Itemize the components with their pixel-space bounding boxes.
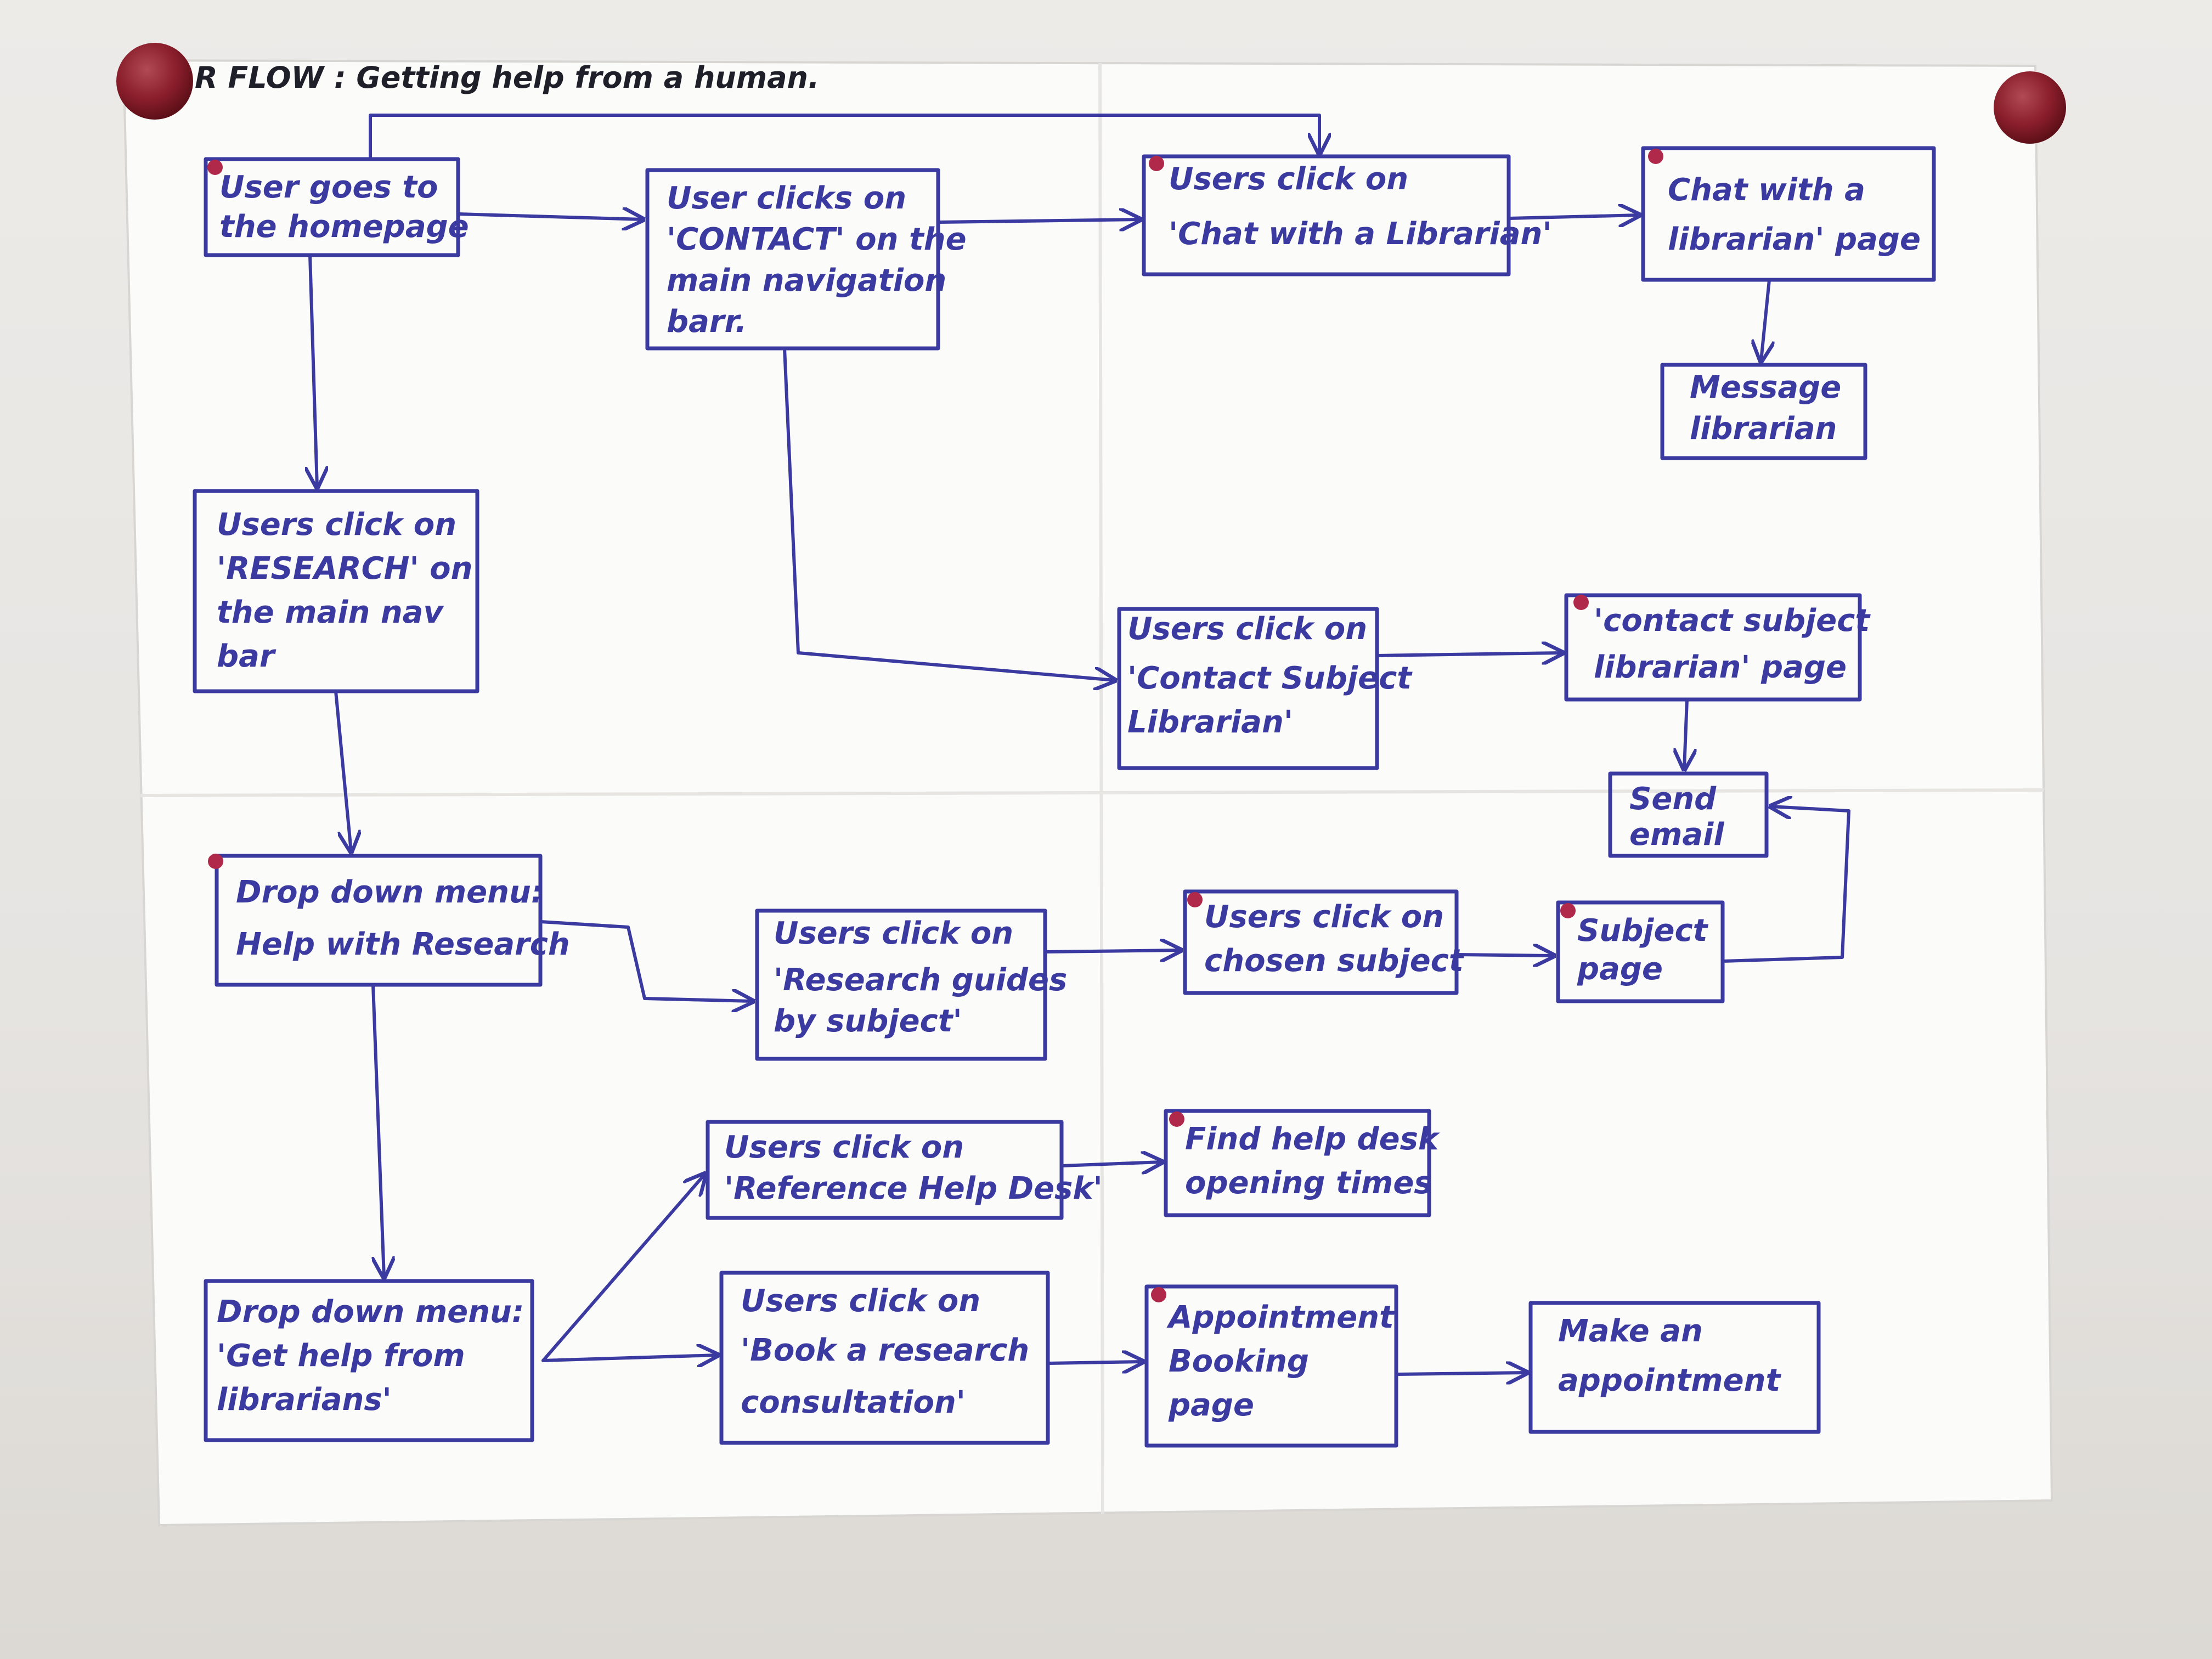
label-ref-desk: Users click on 'Reference Help Desk'	[724, 1130, 1103, 1206]
label-contact: User clicks on 'CONTACT' on the main nav…	[667, 180, 977, 340]
arrow-research-to-help-research	[334, 690, 351, 851]
dot-subject-page	[1560, 903, 1576, 918]
arrow-contact-to-contact-subject	[783, 347, 1115, 680]
dot-homepage	[207, 160, 223, 175]
label-make-appointment: Make an appointment	[1558, 1313, 1781, 1398]
label-contact-subject-page: 'contact subject librarian' page	[1594, 603, 1881, 685]
node-labels: User goes to the homepage User clicks on…	[217, 161, 1921, 1423]
paper-fold-horizontal	[139, 788, 2044, 797]
label-chat-page: Chat with a librarian' page	[1668, 172, 1921, 257]
arrow-chat-click-to-chat-page	[1507, 215, 1639, 218]
label-guides: Users click on 'Research guides by subje…	[774, 916, 1078, 1039]
arrow-guides-to-chosen-subject	[1043, 950, 1181, 952]
arrow-contact-subject-click-to-page	[1375, 653, 1562, 656]
arrow-homepage-to-research	[310, 253, 317, 487]
box-contact-subject-page	[1564, 593, 1862, 702]
marker-dots	[207, 149, 1663, 1302]
arrow-homepage-to-chat-click	[369, 114, 1319, 161]
label-contact-subject-click: Users click on 'Contact Subject Libraria…	[1127, 611, 1423, 740]
box-book	[719, 1271, 1050, 1445]
dot-contact-subject-page	[1573, 595, 1589, 610]
paper-fold-vertical	[1098, 63, 1104, 1515]
box-guides	[755, 909, 1047, 1061]
label-homepage: User goes to the homepage	[219, 170, 469, 245]
page-title: R FLOW : Getting help from a human.	[195, 60, 820, 95]
dot-chat-page	[1648, 149, 1663, 164]
dot-opening-times	[1169, 1111, 1184, 1127]
label-chosen-subject: Users click on chosen subject	[1204, 899, 1465, 979]
box-message	[1660, 363, 1867, 460]
magnet-left	[116, 43, 193, 120]
label-message: Message librarian	[1690, 370, 1852, 447]
arrow-subject-page-to-send-email	[1721, 806, 1850, 963]
arrow-chosen-subject-to-subject-page	[1455, 955, 1554, 956]
dot-help-research	[208, 854, 223, 869]
box-get-help	[204, 1279, 534, 1442]
magnet-right	[1994, 71, 2066, 144]
arrow-contact-to-chat-click	[936, 219, 1140, 222]
box-send-email	[1608, 771, 1769, 858]
arrow-get-help-to-ref-desk	[541, 1174, 705, 1362]
arrow-get-help-to-book	[541, 1355, 718, 1361]
arrow-ref-desk-to-opening-times	[1060, 1162, 1162, 1166]
arrow-book-to-booking-page	[1046, 1362, 1143, 1363]
label-opening-times: Find help desk opening times	[1185, 1121, 1449, 1201]
node-boxes	[193, 146, 1936, 1448]
box-homepage	[204, 157, 460, 257]
label-help-research: Drop down menu: Help with Research	[236, 874, 570, 962]
label-subject-page: Subject page	[1577, 913, 1718, 987]
box-booking-page	[1144, 1284, 1398, 1448]
box-chat-page	[1641, 146, 1936, 282]
arrow-help-research-to-get-help	[371, 983, 384, 1277]
box-chosen-subject	[1183, 889, 1459, 995]
label-booking-page: Appointment Booking page	[1166, 1300, 1404, 1423]
arrow-chat-page-to-message	[1761, 278, 1769, 361]
box-make-appointment	[1528, 1301, 1821, 1434]
arrow-booking-page-to-make-appointment	[1395, 1373, 1527, 1374]
box-opening-times	[1164, 1109, 1431, 1217]
arrow-homepage-to-contact	[456, 214, 643, 219]
label-chat-click: Users click on 'Chat with a Librarian'	[1169, 161, 1552, 252]
box-contact-subject-click	[1117, 607, 1379, 770]
label-get-help: Drop down menu: 'Get help from librarian…	[217, 1294, 535, 1418]
label-research: Users click on 'RESEARCH' on the main na…	[217, 507, 483, 674]
box-subject-page	[1556, 900, 1725, 1003]
dot-booking-page	[1151, 1287, 1166, 1302]
arrow-contact-subject-page-to-send-email	[1684, 698, 1687, 769]
dot-chat-click	[1149, 156, 1164, 171]
box-contact	[645, 168, 940, 351]
flow-arrows	[310, 114, 1850, 1374]
dot-chosen-subject	[1187, 892, 1203, 907]
label-send-email: Send email	[1629, 781, 1727, 853]
arrow-help-research-to-guides	[539, 920, 753, 1001]
label-book: Users click on 'Book a research consulta…	[741, 1283, 1040, 1420]
box-chat-click	[1142, 154, 1511, 276]
